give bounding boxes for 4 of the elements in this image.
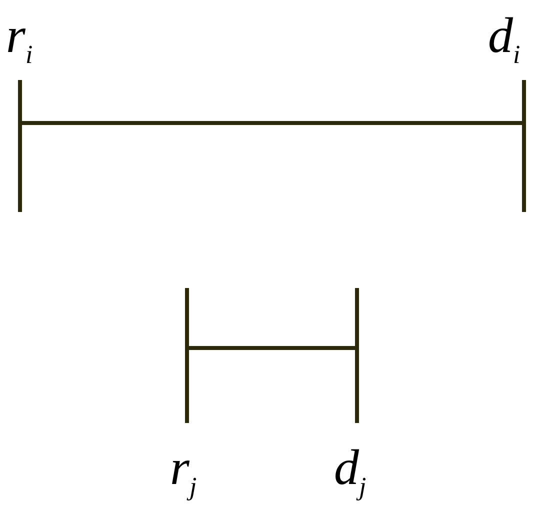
interval-label: d$_{i}$ xyxy=(488,10,520,68)
interval-label: d$_{j}$ xyxy=(334,442,366,500)
interval-label: r$_{i}$ xyxy=(6,10,33,68)
interval-label: r$_{j}$ xyxy=(170,442,197,500)
